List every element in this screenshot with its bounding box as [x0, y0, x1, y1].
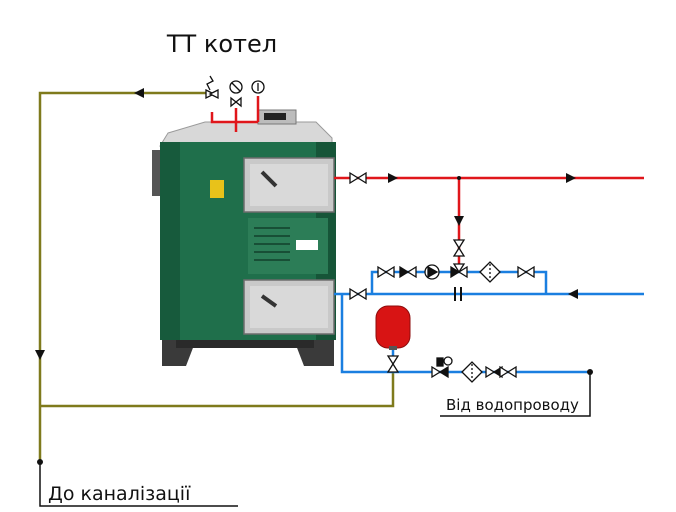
- check-valve-icon: [399, 265, 417, 279]
- drain-line: [38, 91, 395, 462]
- circulation-pump-icon: [424, 264, 440, 280]
- three-way-valve-icon: [450, 263, 468, 279]
- ball-valve-icon: [499, 365, 517, 379]
- ball-valve-icon: [452, 239, 466, 257]
- hot-supply-line: [334, 176, 644, 272]
- flow-arrow: [568, 289, 578, 299]
- ball-valve-icon: [386, 355, 400, 373]
- tee-point: [457, 176, 461, 180]
- ball-valve-icon: [349, 171, 367, 185]
- filter-icon: [479, 261, 501, 283]
- safety-valve-icon: [205, 75, 219, 100]
- sewer-label: До каналізації: [48, 483, 191, 505]
- flow-arrow: [566, 173, 576, 183]
- safety-group-piping: [210, 96, 260, 132]
- ball-valve-icon: [349, 287, 367, 301]
- water-supply-leader: [440, 372, 591, 417]
- flow-arrow: [134, 88, 144, 98]
- ball-valve-icon: [517, 265, 535, 279]
- solid-fuel-boiler: [152, 109, 336, 366]
- diagram-title: ТТ котел: [166, 30, 277, 58]
- filter-icon: [461, 361, 483, 383]
- thermometer-icon: [251, 80, 265, 94]
- expansion-tank: [375, 305, 411, 358]
- flow-arrow: [35, 350, 45, 360]
- flow-arrow: [388, 173, 398, 183]
- ball-valve-icon: [377, 265, 395, 279]
- pressure-gauge-icon: [229, 80, 243, 108]
- water-supply-label: Від водопроводу: [446, 396, 579, 414]
- sewer-label-leader: [39, 462, 238, 507]
- flow-arrow: [454, 216, 464, 226]
- pressure-reducer-icon: [431, 356, 453, 379]
- orifice-plate-icon: [454, 287, 462, 301]
